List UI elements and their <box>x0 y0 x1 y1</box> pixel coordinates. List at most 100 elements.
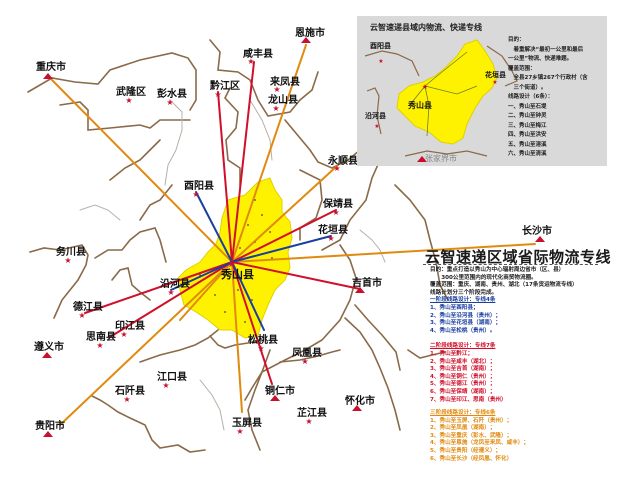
label-songtao: 松桃县 <box>248 335 278 346</box>
svg-text:★: ★ <box>166 98 173 107</box>
svg-text:★: ★ <box>167 288 174 297</box>
inset-label-zhangjiajie: 张家界市 <box>425 154 457 163</box>
inset-text-line: 全县27乡镇267个行政村（含 <box>508 75 588 81</box>
label-fenghuang: 凤凰县 <box>292 348 322 359</box>
stage2-item: 1、秀山至黔江； <box>430 350 474 357</box>
inset-text-line: 三个街道）。 <box>508 84 547 91</box>
svg-text:★: ★ <box>327 234 334 243</box>
label-qianjiang: 黔江区 <box>210 81 240 92</box>
label-baojing: 保靖县 <box>323 199 353 210</box>
stage1-heading: 一阶段线路设计：专线4条 <box>430 297 496 304</box>
stage2-item: 2、秀山至咸丰（湖北）； <box>430 358 496 365</box>
stage3-item: 5、秀山至贵阳（经遵义）； <box>430 448 502 455</box>
stage3-item: 2、秀山至凤凰（湖南）； <box>430 425 496 432</box>
stage2-item: 5、秀山至德江（贵州）； <box>430 381 496 388</box>
label-chongqing: 重庆市 <box>36 62 66 73</box>
stage3-routes <box>51 44 536 426</box>
svg-text:★: ★ <box>305 417 312 426</box>
label-huayuan: 花垣县 <box>318 225 348 236</box>
svg-text:★: ★ <box>333 164 340 173</box>
inset-title: 云智速递县域内物流、快递专线 <box>370 23 482 32</box>
label-xianfeng: 咸丰县 <box>243 49 273 60</box>
inset-text-line: 目的： <box>508 37 525 43</box>
label-enshi: 恩施市 <box>295 28 325 39</box>
stage3-item: 3、秀山至重庆（彭水、武隆）； <box>430 432 513 439</box>
panel-intro-line: 线路计划分三个阶段完成。 <box>430 289 498 296</box>
inset-route-item: 三、秀山至梅江 <box>508 122 547 129</box>
svg-text:★: ★ <box>301 357 308 366</box>
label-jishou: 吉首市 <box>352 278 382 289</box>
label-jiangkou: 江口县 <box>157 372 187 383</box>
svg-text:★: ★ <box>247 57 254 66</box>
inset-text-line: 线路设计（6条）： <box>508 94 554 100</box>
label-pengshui: 彭水县 <box>157 89 187 100</box>
inset-route-item: 六、秀山至清溪 <box>508 151 547 157</box>
panel-divider <box>423 264 598 265</box>
svg-text:★: ★ <box>120 330 127 339</box>
label-yongshun: 永顺县 <box>328 156 358 167</box>
svg-text:★: ★ <box>236 427 243 436</box>
stage1-item: 2、秀山至沿河县（贵州）； <box>430 312 502 319</box>
stage3-item: 1、秀山至玉屏、石阡（贵州）； <box>430 417 513 424</box>
inset-route-item: 一、秀山至石堤 <box>508 103 547 110</box>
label-zunyi: 遵义市 <box>34 342 64 353</box>
label-huaihua: 怀化市 <box>345 396 375 407</box>
stage1-routes <box>170 191 332 331</box>
stage3-item: 4、秀山至恩施（龙凤至来凤、咸丰）； <box>430 440 529 447</box>
city-triangle-markers <box>42 37 545 437</box>
stage2-item: 3、秀山至吉首（湖南）； <box>430 366 496 373</box>
label-wuchuan: 务川县 <box>56 247 86 258</box>
label-laifeng: 来凤县 <box>270 77 300 88</box>
svg-text:★: ★ <box>378 58 383 65</box>
label-wulong: 武隆区 <box>116 87 146 98</box>
svg-text:★: ★ <box>96 341 103 350</box>
svg-text:★: ★ <box>125 96 132 105</box>
svg-text:★: ★ <box>227 257 237 270</box>
panel-intro-line: 300公里范围内的现代化商贸物流圈。 <box>430 274 537 281</box>
label-sinan: 思南县 <box>86 332 116 343</box>
inset-route-item: 五、秀山至溶溪 <box>508 141 547 148</box>
label-yuping: 玉屏县 <box>232 418 262 429</box>
inset-label-yanhe: 沿河县 <box>365 112 386 120</box>
svg-text:★: ★ <box>422 83 428 91</box>
inset-county-logistics-panel: ★ ★ ★ ★ <box>357 16 607 166</box>
label-dejiang: 德江县 <box>73 302 103 313</box>
inset-text-line: 覆盖范围： <box>508 65 536 72</box>
inset-text-line: 着重解决“最初一公里和最后 <box>508 46 584 53</box>
label-shiqian: 石阡县 <box>115 386 145 397</box>
county-star-markers: ★★★ ★★★ ★★★ ★★★ ★★★ ★★★ ★★★ ★ <box>64 57 340 436</box>
svg-text:★: ★ <box>64 256 71 265</box>
label-tongren: 铜仁市 <box>265 386 295 397</box>
boundary-lines <box>27 39 449 453</box>
svg-text:★: ★ <box>273 85 280 94</box>
stage2-routes <box>84 61 361 385</box>
stage3-item: 6、秀山至长沙（经凤凰、怀化） <box>430 455 513 462</box>
label-zhijiang: 芷江县 <box>297 408 327 419</box>
panel-intro-line: 目的：重点打造以秀山为中心辐射周边省市（区、县） <box>430 267 565 273</box>
stage2-item: 4、秀山至铜仁（贵州）； <box>430 373 496 380</box>
stage3-heading: 三阶段线路设计：专线6条 <box>430 410 496 417</box>
svg-text:★: ★ <box>332 208 339 217</box>
stage2-heading: 二阶段线路设计：专线7条 <box>430 343 496 350</box>
svg-text:★: ★ <box>257 344 264 353</box>
route-plan-panel: 目的：重点打造以秀山为中心辐射周边省市（区、县） 300公里范围内的现代化商贸物… <box>430 267 630 463</box>
svg-text:★: ★ <box>162 381 169 390</box>
stage1-item: 3、秀山至花垣县（湖南）； <box>430 320 502 327</box>
inset-description: 目的： 着重解决“最初一公里和最后 一公里”物流、快递难题。 覆盖范围： 全县2… <box>508 36 608 160</box>
svg-text:★: ★ <box>272 104 279 113</box>
label-xiushan-center: 秀山县 <box>221 268 254 281</box>
inset-label-huayuan: 花垣县 <box>485 71 506 79</box>
stage2-item: 7、秀山至印江、思南（贵州） <box>430 396 507 403</box>
label-longshan: 龙山县 <box>268 95 298 106</box>
panel-title: 云智速递区域省际物流专线 <box>425 248 612 266</box>
label-yanhe: 沿河县 <box>160 279 190 290</box>
label-guiyang: 贵阳市 <box>35 421 65 432</box>
svg-text:★: ★ <box>374 123 379 130</box>
svg-text:★: ★ <box>192 190 199 199</box>
stage1-item: 4、秀山至松桃（贵州）。 <box>430 327 496 334</box>
panel-intro-line: 覆盖范围：重庆、湖南、贵州、湖北（17条货运物流专线） <box>430 282 578 289</box>
label-changsha: 长沙市 <box>522 226 552 237</box>
svg-text:★: ★ <box>78 311 85 320</box>
label-yinjiang: 印江县 <box>115 321 145 332</box>
